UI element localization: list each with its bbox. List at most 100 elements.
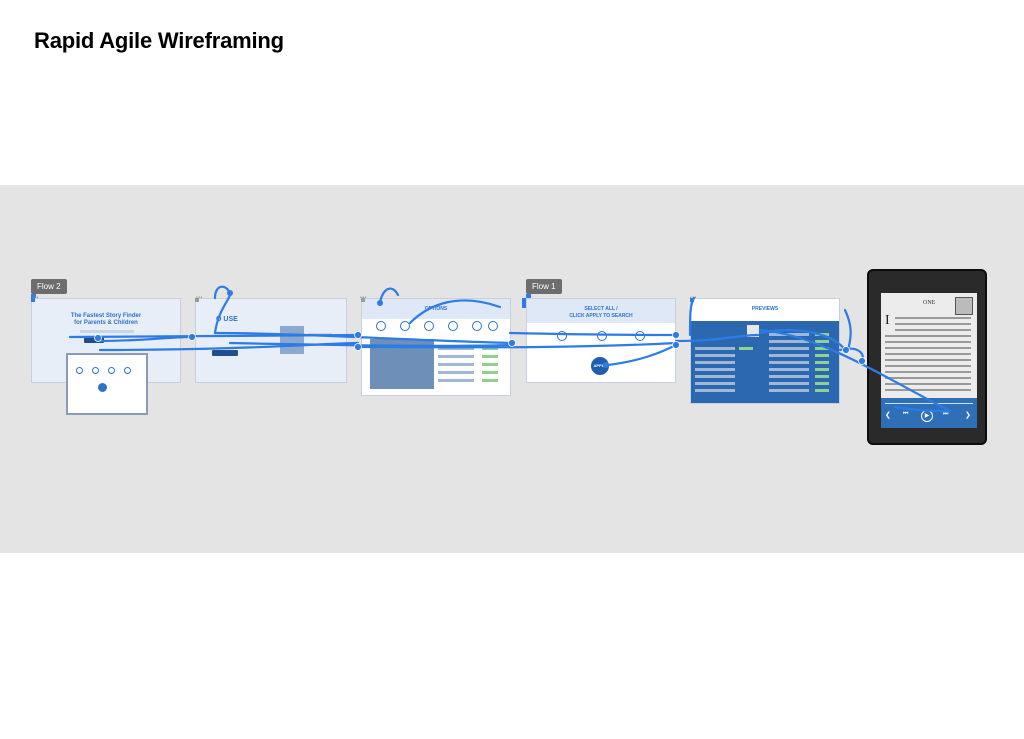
flow-start-marker[interactable] xyxy=(31,298,35,302)
drop-cap: I xyxy=(885,313,890,328)
preview-row[interactable] xyxy=(695,361,735,364)
book-text-line xyxy=(885,347,971,349)
option-icon[interactable] xyxy=(472,321,482,331)
options-list-row[interactable] xyxy=(438,363,474,366)
preview-row[interactable] xyxy=(769,354,809,357)
preview-row[interactable] xyxy=(695,368,735,371)
preview-badge xyxy=(815,340,829,343)
book-text-line xyxy=(885,341,971,343)
howto-start-button[interactable] xyxy=(212,350,238,356)
options-list-badge xyxy=(482,347,498,350)
flow-2-tag[interactable]: Flow 2 xyxy=(31,279,67,299)
preview-row[interactable] xyxy=(769,340,809,343)
options-list-row[interactable] xyxy=(438,379,474,382)
option-icon[interactable] xyxy=(424,321,434,331)
preview-badge xyxy=(739,347,753,350)
options-header xyxy=(362,299,510,319)
preview-row[interactable] xyxy=(769,389,809,392)
preview-row[interactable] xyxy=(769,361,809,364)
frame-marker xyxy=(195,298,199,302)
modal-option-icon[interactable] xyxy=(92,367,99,374)
howto-preview-image xyxy=(280,326,304,354)
select-header xyxy=(527,299,675,323)
link-nodes xyxy=(94,290,866,368)
book-text-line xyxy=(895,317,971,319)
flow-links xyxy=(68,285,952,413)
preview-row[interactable] xyxy=(769,368,809,371)
audio-player-bar[interactable]: ▶ ⏮ ⏭ ❮ ❯ xyxy=(881,398,977,428)
preview-row[interactable] xyxy=(695,347,735,350)
preview-row[interactable] xyxy=(695,375,735,378)
modal-option-icon[interactable] xyxy=(108,367,115,374)
select-heading-line-1: SELECT ALL / xyxy=(584,306,618,312)
preview-badge xyxy=(815,361,829,364)
modal-option-icon[interactable] xyxy=(124,367,131,374)
home-cta-button[interactable] xyxy=(84,337,104,343)
book-text-line xyxy=(895,323,971,325)
preview-badge xyxy=(815,347,829,350)
modal-option-icon[interactable] xyxy=(76,367,83,374)
preview-row[interactable] xyxy=(769,382,809,385)
rewind-icon[interactable]: ⏮ xyxy=(903,411,909,417)
apply-button[interactable]: APPLY xyxy=(591,357,609,375)
frame-previews[interactable]: PREVIEWS xyxy=(690,298,840,404)
home-headline-line-2: for Parents & Children xyxy=(74,320,138,326)
prototype-canvas[interactable]: Flow 2 Flow 1 ••• The Fastest Story Find… xyxy=(0,185,1024,553)
frame-ereader-device[interactable]: ONE I ▶ ⏮ ⏭ ❮ ❯ xyxy=(867,269,987,445)
frame-marker xyxy=(361,298,365,302)
chapter-title: ONE xyxy=(923,300,936,306)
frame-select-apply[interactable]: SELECT ALL / CLICK APPLY TO SEARCH APPLY xyxy=(526,298,676,383)
book-text-line xyxy=(885,383,971,385)
chapter-illustration xyxy=(955,297,973,315)
previews-list[interactable] xyxy=(691,321,839,403)
options-list-badge xyxy=(482,371,498,374)
preview-row[interactable] xyxy=(695,354,735,357)
frame-marker xyxy=(690,298,694,302)
canvas-title: Rapid Agile Wireframing xyxy=(34,28,284,53)
prototype-connections xyxy=(68,285,952,413)
preview-badge xyxy=(815,382,829,385)
ereader-screen[interactable]: ONE I ▶ ⏮ ⏭ ❮ ❯ xyxy=(881,293,977,428)
option-icon[interactable] xyxy=(400,321,410,331)
select-heading-line-2: CLICK APPLY TO SEARCH xyxy=(569,313,633,319)
option-icon[interactable] xyxy=(448,321,458,331)
home-subtext xyxy=(80,330,134,333)
howto-heading: O USE xyxy=(216,316,238,323)
audio-progress-track[interactable] xyxy=(885,403,973,404)
home-headline-line-1: The Fastest Story Finder xyxy=(70,313,142,319)
preview-row[interactable] xyxy=(769,375,809,378)
options-list-badge xyxy=(482,379,498,382)
option-icon[interactable] xyxy=(488,321,498,331)
modal-go-button[interactable] xyxy=(98,383,107,392)
page-forward-icon[interactable]: ❯ xyxy=(965,412,971,419)
book-text-line xyxy=(885,365,971,367)
preview-badge xyxy=(815,354,829,357)
options-list-row[interactable] xyxy=(438,355,474,358)
options-list-row[interactable] xyxy=(438,347,474,350)
preview-row[interactable] xyxy=(695,382,735,385)
frame-home-modal[interactable] xyxy=(66,353,148,415)
book-text-line xyxy=(885,353,971,355)
filter-icon[interactable] xyxy=(597,331,607,341)
book-text-line xyxy=(885,389,971,391)
book-text-line xyxy=(885,335,971,337)
option-icon[interactable] xyxy=(376,321,386,331)
preview-row[interactable] xyxy=(769,347,809,350)
previews-heading: PREVIEWS xyxy=(751,306,779,312)
book-text-line xyxy=(885,377,971,379)
preview-badge xyxy=(815,368,829,371)
options-heading: OPTIONS xyxy=(424,306,448,312)
book-text-line xyxy=(885,371,971,373)
page-back-icon[interactable]: ❮ xyxy=(885,412,891,419)
filter-icon[interactable] xyxy=(557,331,567,341)
options-list-badge xyxy=(482,355,498,358)
preview-row[interactable] xyxy=(695,389,735,392)
flow-1-tag[interactable]: Flow 1 xyxy=(526,279,562,299)
book-text-line xyxy=(895,329,971,331)
options-list-row[interactable] xyxy=(438,371,474,374)
preview-badge xyxy=(815,375,829,378)
flow-start-marker[interactable] xyxy=(522,298,526,308)
preview-badge xyxy=(815,389,829,392)
options-list-badge xyxy=(482,363,498,366)
fast-forward-icon[interactable]: ⏭ xyxy=(943,411,949,417)
